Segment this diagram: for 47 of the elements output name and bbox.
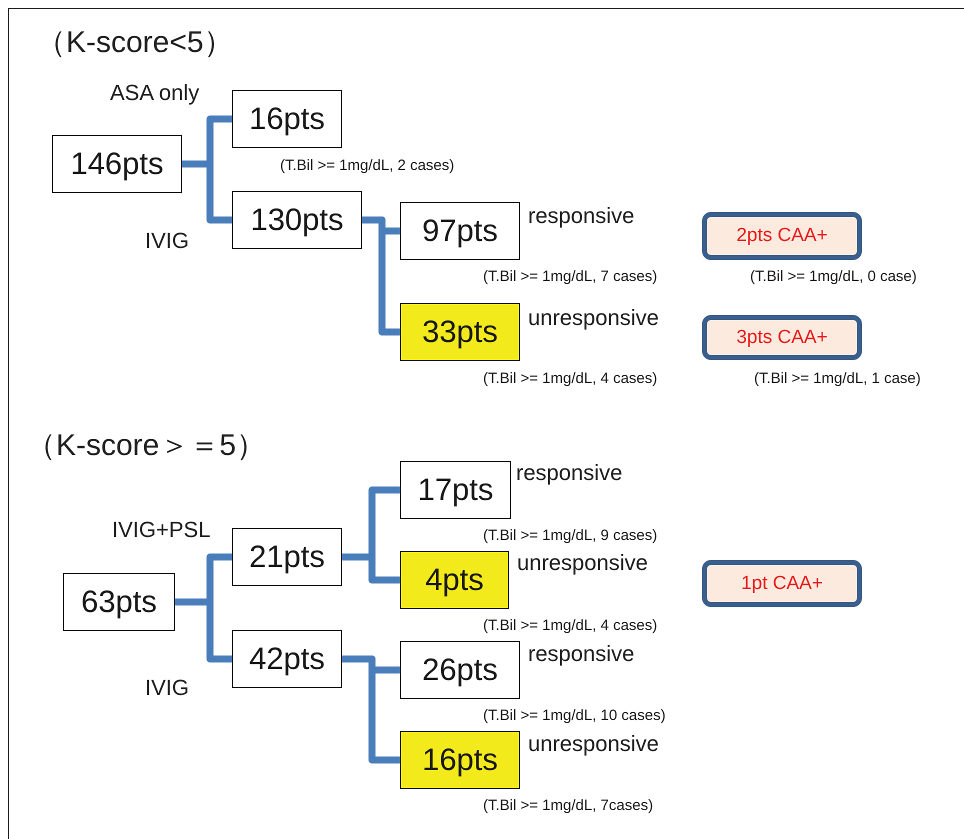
response-label: unresponsive (517, 550, 648, 576)
patient-group-box (400, 641, 520, 699)
response-label: responsive (516, 460, 622, 486)
patient-count: 2pts CAA+ (736, 225, 828, 247)
patient-count: 3pts CAA+ (736, 326, 828, 348)
bilirubin-note: (T.Bil >= 1mg/dL, 7 cases) (483, 268, 658, 285)
patient-group-box (232, 90, 342, 148)
bilirubin-note: (T.Bil >= 1mg/dL, 0 case) (750, 268, 917, 285)
patient-count: 21pts (249, 539, 325, 575)
outcome-box (702, 560, 862, 607)
patient-count: 130pts (250, 202, 344, 238)
patient-group-box (232, 528, 342, 586)
response-label: responsive (528, 641, 634, 667)
patient-group-box (400, 303, 520, 361)
bilirubin-note: (T.Bil >= 1mg/dL, 1 case) (754, 370, 921, 387)
patient-group-box (400, 461, 511, 519)
patient-count: 42pts (249, 641, 325, 677)
patient-group-box (63, 573, 175, 631)
bilirubin-note: (T.Bil >= 1mg/dL, 7cases) (483, 797, 654, 814)
patient-count: 146pts (70, 146, 164, 182)
outcome-box (702, 315, 862, 360)
response-label: unresponsive (528, 731, 659, 757)
bilirubin-note: (T.Bil >= 1mg/dL, 4 cases) (483, 617, 658, 634)
patient-count: 97pts (422, 213, 498, 249)
patient-group-box (52, 135, 182, 193)
patient-count: 16pts (422, 742, 498, 778)
patient-group-box (400, 202, 520, 260)
patient-group-box (400, 731, 520, 789)
patient-group-box (232, 630, 342, 688)
patient-count: 17pts (418, 472, 494, 508)
bilirubin-note: (T.Bil >= 1mg/dL, 4 cases) (483, 370, 658, 387)
patient-group-box (400, 551, 509, 609)
response-label: responsive (528, 203, 634, 229)
patient-count: 26pts (422, 652, 498, 688)
patient-count: 1pt CAA+ (741, 572, 823, 594)
outcome-box (702, 212, 862, 260)
bilirubin-note: (T.Bil >= 1mg/dL, 2 cases) (280, 157, 454, 174)
patient-group-box (232, 191, 362, 249)
response-label: unresponsive (528, 305, 659, 331)
section-heading: （K-score<5） (36, 25, 234, 61)
patient-count: 33pts (422, 314, 498, 350)
bilirubin-note: (T.Bil >= 1mg/dL, 10 cases) (483, 707, 666, 724)
bilirubin-note: (T.Bil >= 1mg/dL, 9 cases) (483, 527, 658, 544)
section-heading: （K-score＞＝5） (26, 428, 266, 464)
patient-count: 16pts (249, 101, 325, 137)
patient-count: 63pts (81, 584, 157, 620)
patient-count: 4pts (425, 562, 484, 598)
